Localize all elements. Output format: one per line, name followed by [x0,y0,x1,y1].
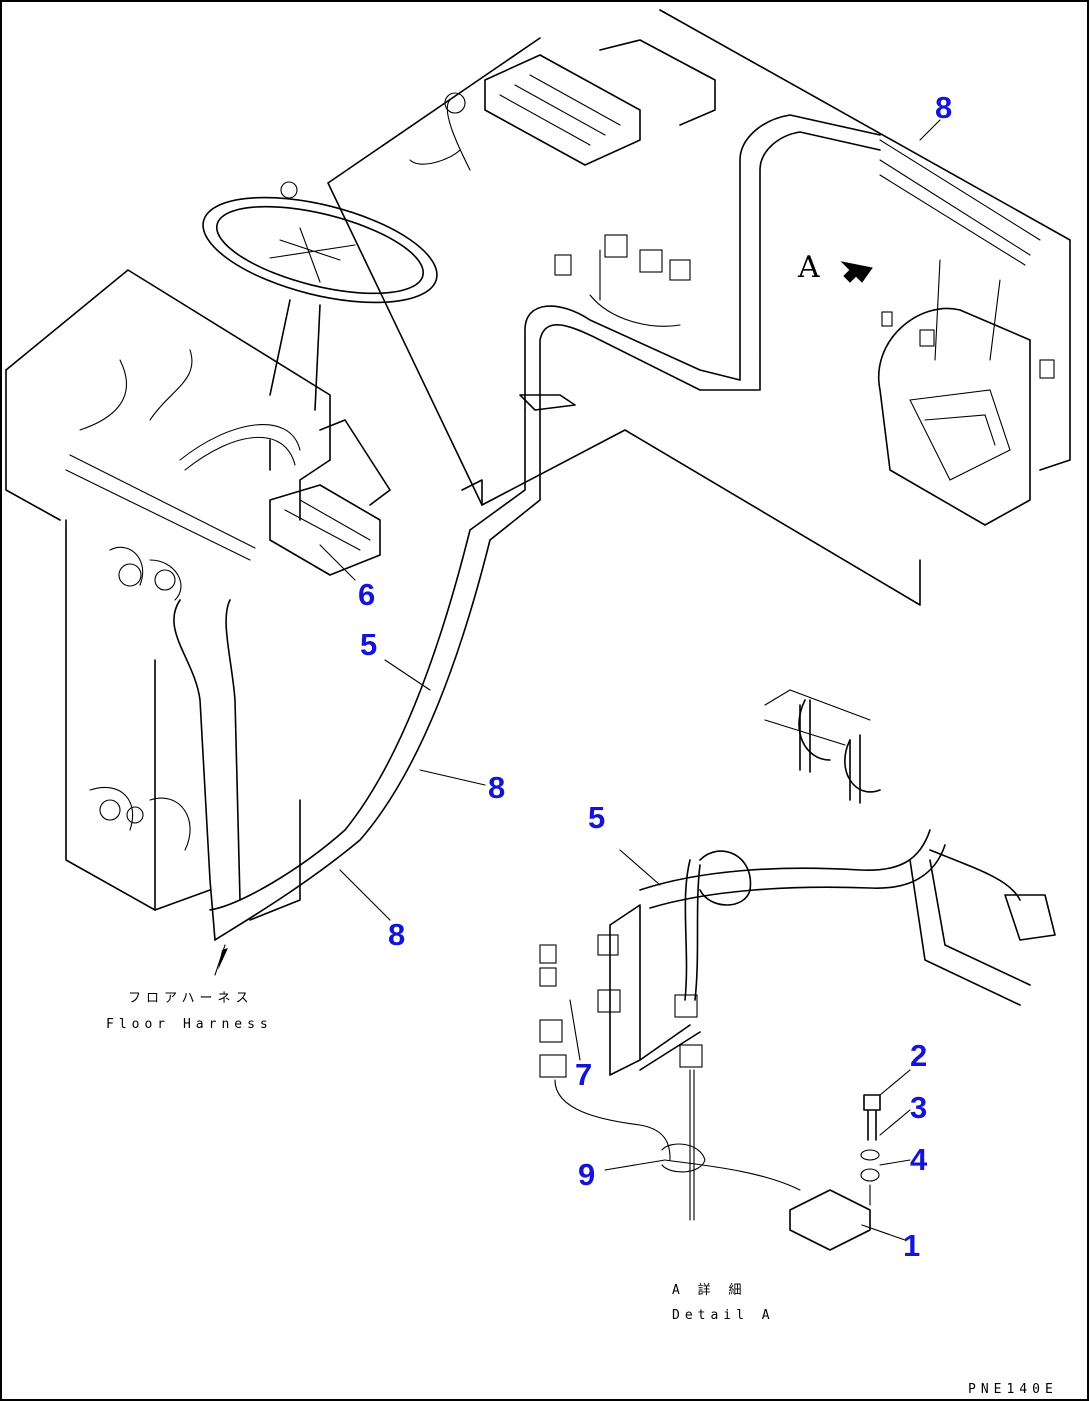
switch-panel [269,419,391,576]
callout-5: 5 [360,627,377,662]
view-marker-a: A [797,250,820,285]
callout-1: 1 [903,1228,920,1263]
detail-a-illustration [539,689,1056,1251]
callout-2: 2 [910,1038,927,1073]
callout-8-bottom: 8 [388,917,405,952]
relay-block-upper [409,39,716,281]
right-connector-cluster [877,259,1055,526]
steering-wheel [202,181,438,411]
detail-a-label-jp: A 詳 細 [672,1282,746,1298]
control-console [5,269,331,921]
callout-7: 7 [575,1057,592,1092]
callout-8-middle: 8 [488,770,505,805]
floor-harness-label-en: Floor Harness [106,1017,273,1032]
floor-harness-arrow [214,944,228,976]
main-harness-route [173,114,1041,941]
callout-6: 6 [358,577,375,612]
view-arrow-a [840,261,873,283]
callout-5-detail: 5 [588,800,605,835]
callout-9: 9 [578,1157,595,1192]
floor-harness-label-jp: フロアハーネス [128,991,253,1006]
callout-8-top: 8 [935,90,952,125]
drawing-code: PNE140E [968,1382,1058,1397]
callout-4: 4 [910,1142,928,1177]
callout-3: 3 [910,1090,927,1125]
cab-floor-outline [327,9,1071,606]
detail-a-label-en: Detail A [672,1308,775,1323]
leader-lines [319,119,941,1241]
